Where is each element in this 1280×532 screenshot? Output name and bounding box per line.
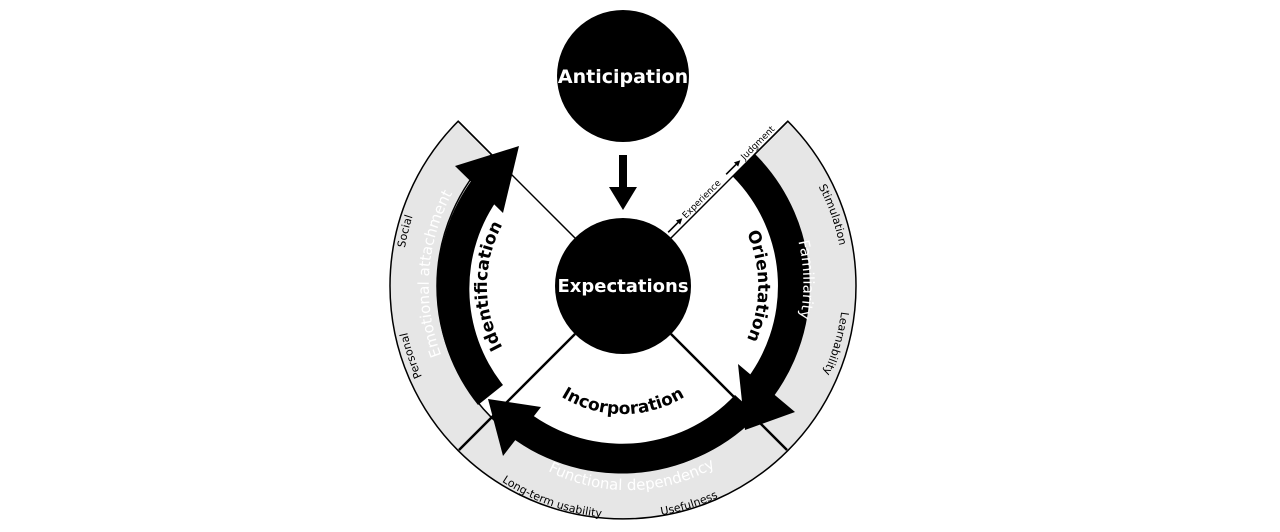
- judgment-arrow: [725, 163, 737, 175]
- divider-lower-left: [458, 333, 576, 451]
- expectations-label: Expectations: [557, 276, 688, 297]
- functional-dependency-arrowhead: [488, 399, 541, 456]
- anticipation-arrow-shaft: [619, 155, 627, 190]
- emotional-attachment-arrowhead: [455, 146, 519, 213]
- orientation-label: Orientation: [742, 227, 773, 345]
- emotional-attachment-band: [436, 177, 503, 405]
- experience-label: Experience: [681, 178, 724, 221]
- anticipation-arrow-head: [609, 187, 637, 210]
- expectations-node: [555, 218, 691, 354]
- familiarity-band: [732, 154, 809, 406]
- experience-arrow: [667, 221, 679, 233]
- divider-upper-right: [670, 121, 788, 239]
- familiarity-label: Familiarity: [795, 238, 818, 321]
- anticipation-node: [557, 10, 689, 142]
- divider-upper-left: [458, 121, 576, 239]
- incorporation-label: Incorporation: [559, 384, 688, 420]
- divider-lower-right: [670, 333, 788, 451]
- judgment-arrow-head: [733, 160, 741, 167]
- anticipation-label: Anticipation: [558, 66, 688, 88]
- functional-dependency-band: [502, 395, 757, 474]
